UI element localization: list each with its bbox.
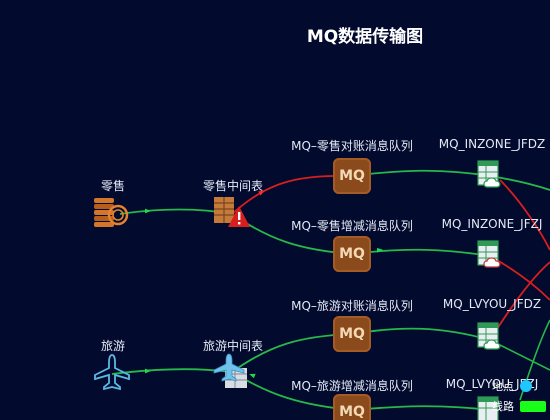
legend-label-site: 地点: [492, 380, 514, 393]
flow-t1-red: [499, 179, 550, 251]
message-queue-icon[interactable]: MQ: [333, 394, 371, 420]
flow-mq1-to-t1: [351, 169, 550, 191]
mq-text: MQ: [339, 246, 365, 262]
legend-item-site[interactable]: 地点: [492, 376, 546, 396]
node-label-mq4: MQ–旅游增减消息队列: [291, 379, 413, 393]
node-label-mq3: MQ–旅游对账消息队列: [291, 299, 413, 313]
mq-text: MQ: [339, 326, 365, 342]
spreadsheet-cloud-icon[interactable]: [477, 396, 503, 420]
legend-swatch-site: [520, 380, 532, 392]
node-label-travel-mid: 旅游中间表: [202, 339, 264, 353]
diagram-title: MQ数据传输图: [306, 27, 424, 47]
flow-mq3-to-t3: [351, 327, 491, 341]
node-label-mq1: MQ–零售对账消息队列: [291, 139, 413, 153]
legend: 地点 线路: [492, 376, 546, 416]
node-label-t1: MQ_INZONE_JFDZ: [438, 137, 546, 151]
mq-text: MQ: [339, 404, 365, 420]
table-warning-icon[interactable]: [212, 194, 252, 234]
table-airplane-icon[interactable]: [213, 352, 255, 396]
legend-item-route[interactable]: 线路: [492, 396, 546, 416]
node-label-retail: 零售: [100, 179, 126, 193]
message-queue-icon[interactable]: MQ: [333, 158, 371, 194]
legend-label-route: 线路: [492, 400, 514, 413]
legend-swatch-route: [520, 400, 546, 412]
message-queue-icon[interactable]: MQ: [333, 316, 371, 352]
node-label-t4: MQ_LVYOU_JFZJ: [445, 377, 539, 391]
flow-mq2-to-t2: [351, 248, 491, 257]
mq-text: MQ: [339, 168, 365, 184]
node-label-t3: MQ_LVYOU_JFDZ: [442, 297, 542, 311]
node-label-t2: MQ_INZONE_JFZJ: [441, 217, 543, 231]
node-label-retail-mid: 零售中间表: [202, 179, 264, 193]
spreadsheet-cloud-icon[interactable]: [477, 322, 503, 354]
airplane-icon[interactable]: [92, 352, 132, 396]
node-label-travel: 旅游: [100, 339, 126, 353]
flow-mq4-to-t4: [351, 405, 491, 411]
spreadsheet-cloud-icon[interactable]: [477, 240, 503, 272]
node-label-mq2: MQ–零售增减消息队列: [291, 219, 413, 233]
message-queue-icon[interactable]: MQ: [333, 236, 371, 272]
coin-stack-icon[interactable]: [92, 195, 132, 233]
spreadsheet-cloud-icon[interactable]: [477, 160, 503, 192]
